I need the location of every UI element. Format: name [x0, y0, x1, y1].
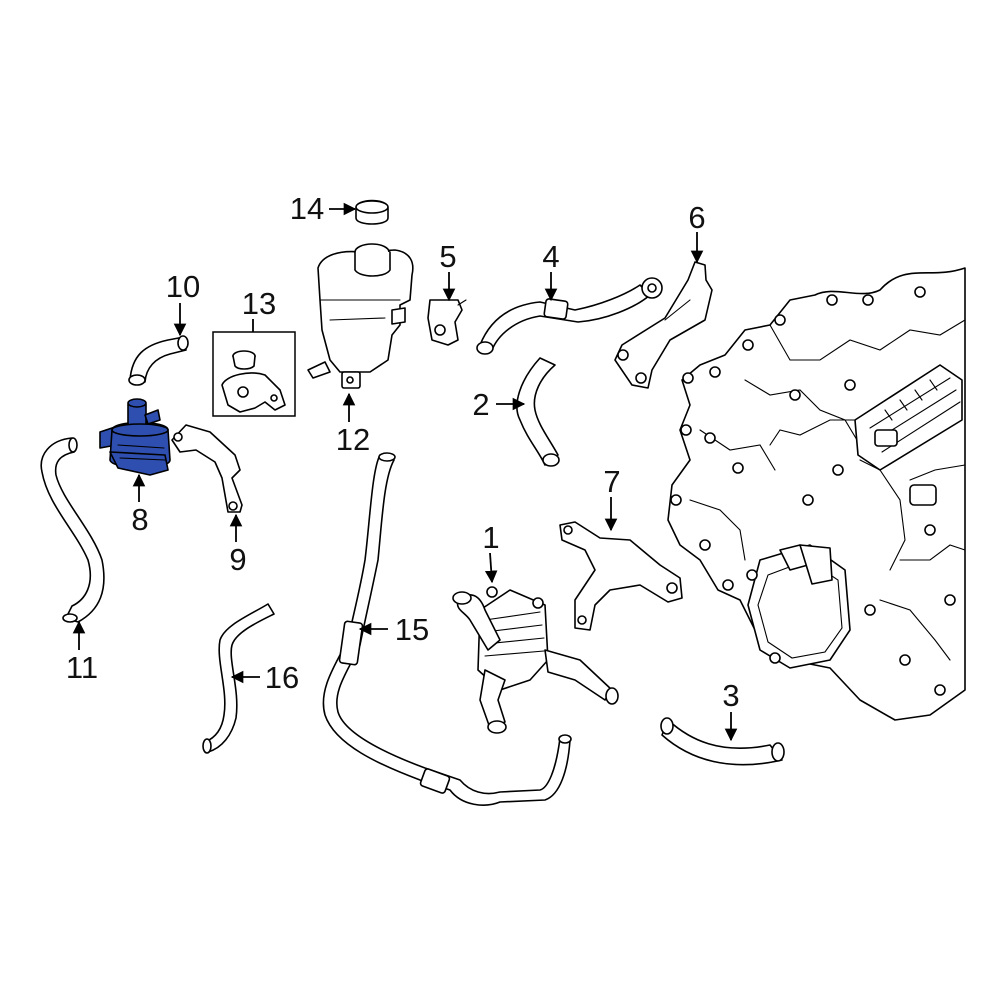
part-13-mount-kit	[212, 331, 296, 417]
part-2-hose	[516, 357, 560, 467]
callout-10: 10	[166, 269, 200, 304]
part-9-bracket	[171, 424, 243, 513]
callout-labels: 1 2 3 4 5 6 7 8 9 10 11 12 13 14 15 16	[66, 191, 740, 713]
callout-15: 15	[395, 612, 429, 647]
callout-7: 7	[603, 464, 620, 499]
callout-14: 14	[290, 191, 324, 226]
callout-8: 8	[131, 502, 148, 537]
part-14-cap	[355, 199, 389, 225]
callout-1: 1	[482, 520, 499, 555]
callout-3: 3	[722, 678, 739, 713]
part-3-hose	[660, 717, 785, 766]
callout-16: 16	[265, 660, 299, 695]
callout-9: 9	[229, 542, 246, 577]
leader-lines	[72, 202, 738, 742]
part-6-bracket	[614, 261, 713, 389]
part-12-reservoir	[307, 243, 414, 389]
part-7-bracket	[559, 521, 683, 631]
part-4-pipe	[476, 277, 663, 355]
part-11-hose	[40, 437, 105, 623]
engine-bolts	[670, 286, 956, 696]
callout-13: 13	[242, 286, 276, 321]
part-1-heat-exchanger	[452, 586, 619, 734]
callout-5: 5	[439, 239, 456, 274]
part-15-hose	[322, 452, 572, 806]
callout-6: 6	[688, 200, 705, 235]
callout-4: 4	[542, 239, 559, 274]
part-5-bracket	[427, 299, 467, 346]
callout-11: 11	[66, 650, 98, 685]
part-16-hose	[202, 603, 275, 754]
callout-12: 12	[336, 422, 370, 457]
engine-assembly	[667, 267, 966, 721]
part-10-hose	[128, 335, 189, 386]
callout-2: 2	[472, 387, 489, 422]
part-8-water-pump[interactable]	[99, 398, 171, 476]
